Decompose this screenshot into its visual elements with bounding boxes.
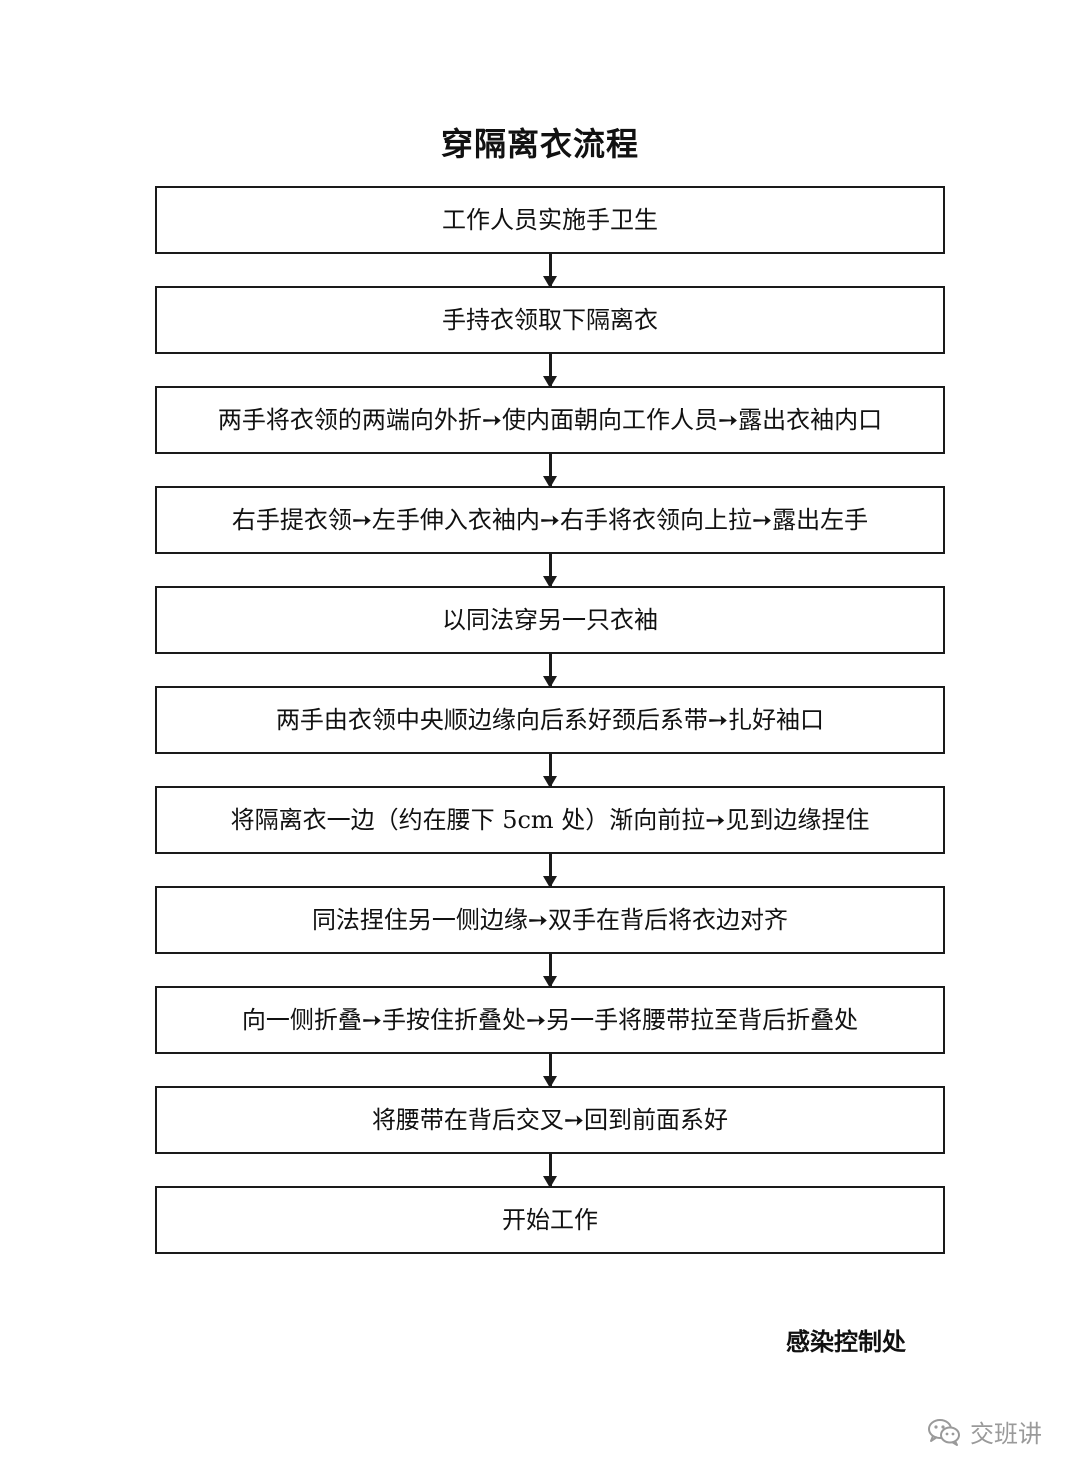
flow-step-4: 右手提衣领➙左手伸入衣袖内➙右手将衣领向上拉➙露出左手	[155, 486, 945, 554]
flow-arrow-9	[543, 1054, 557, 1088]
watermark-text: 交班讲	[970, 1420, 1042, 1448]
flow-step-1: 工作人员实施手卫生	[155, 186, 945, 254]
flow-arrow-10	[543, 1154, 557, 1188]
flow-step-11: 开始工作	[155, 1186, 945, 1254]
flow-step-8: 同法捏住另一侧边缘➙双手在背后将衣边对齐	[155, 886, 945, 954]
flow-arrow-1	[543, 254, 557, 288]
flow-step-10: 将腰带在背后交叉➙回到前面系好	[155, 1086, 945, 1154]
flow-arrow-3	[543, 454, 557, 488]
flow-step-6: 两手由衣领中央顺边缘向后系好颈后系带➙扎好袖口	[155, 686, 945, 754]
flow-arrow-5	[543, 654, 557, 688]
flow-step-5: 以同法穿另一只衣袖	[155, 586, 945, 654]
watermark: 交班讲	[926, 1414, 1042, 1449]
flow-arrow-8	[543, 954, 557, 988]
wechat-icon	[928, 1418, 960, 1446]
flow-arrow-6	[543, 754, 557, 788]
flow-step-3: 两手将衣领的两端向外折➙使内面朝向工作人员➙露出衣袖内口	[155, 386, 945, 454]
flow-step-2: 手持衣领取下隔离衣	[155, 286, 945, 354]
footer-org: 感染控制处	[786, 1328, 906, 1356]
flow-step-7: 将隔离衣一边（约在腰下 5cm 处）渐向前拉➙见到边缘捏住	[155, 786, 945, 854]
flow-arrow-4	[543, 554, 557, 588]
flow-arrow-7	[543, 854, 557, 888]
page-title: 穿隔离衣流程	[440, 125, 639, 163]
flow-arrow-2	[543, 354, 557, 388]
flow-step-9: 向一侧折叠➙手按住折叠处➙另一手将腰带拉至背后折叠处	[155, 986, 945, 1054]
